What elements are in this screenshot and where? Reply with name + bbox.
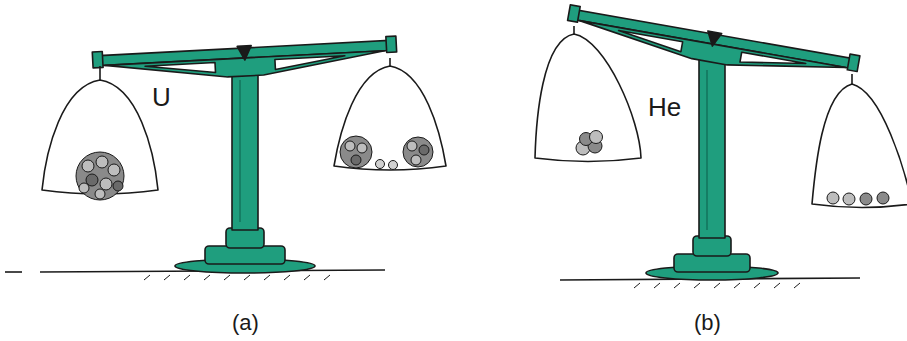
nucleus-cluster [576,131,603,156]
panel-label: (a) [232,312,259,334]
scale-pan [535,26,907,208]
panel-label: (b) [694,312,721,334]
scale-stand [175,64,315,273]
fragment-cluster [340,136,433,170]
nucleon-balls [827,192,889,205]
element-symbol: U [152,84,171,110]
scale-stand [646,50,778,280]
nucleus-cluster [76,152,124,200]
scale-beam [92,36,397,84]
element-symbol: He [648,94,681,120]
